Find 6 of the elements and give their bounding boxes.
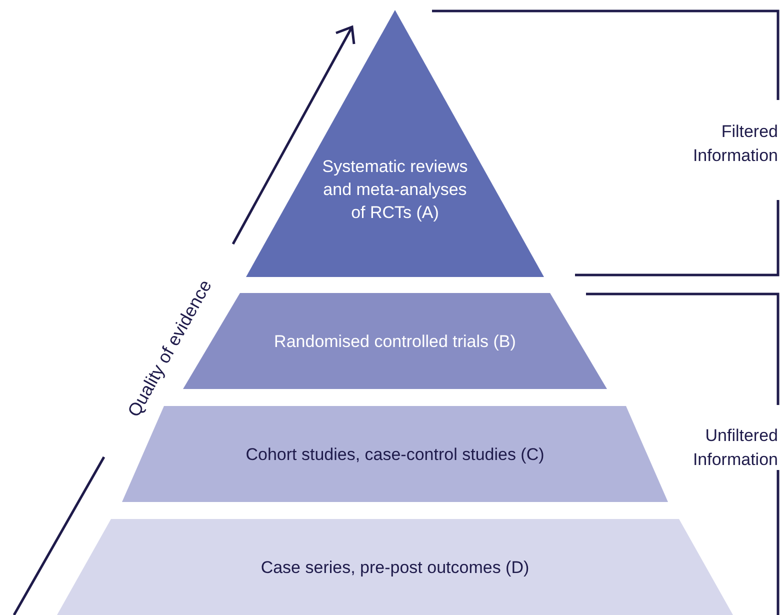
bracket-label: Filtered Information: [692, 121, 778, 167]
tier-label: Case series, pre-post outcomes (D): [260, 556, 530, 578]
tier-label: Systematic reviews and meta-analyses of RCTs (A): [321, 156, 469, 224]
bracket-label: Unfiltered Information: [692, 425, 778, 471]
tier-label: Randomised controlled trials (B): [273, 330, 517, 352]
tier-label: Cohort studies, case-control studies (C): [244, 444, 546, 466]
